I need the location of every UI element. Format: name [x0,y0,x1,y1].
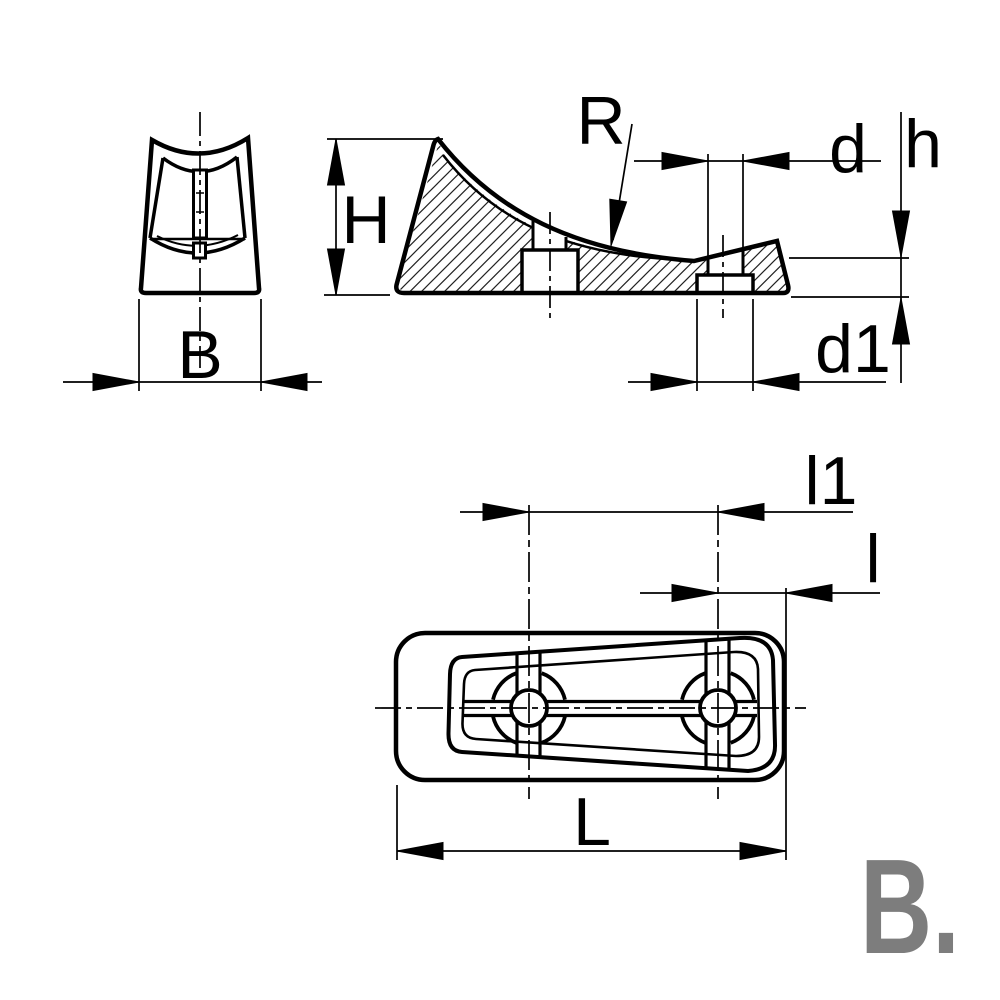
front-view-inner-wall-right [235,156,247,239]
side-view-right-hole-walls [706,249,745,275]
side-view-outline [394,136,791,296]
dim-label-d1: d1 [815,311,891,387]
plan-view-left-vertical-ribs [515,652,542,757]
brand-logo-text: B. [860,831,960,982]
dim-d1-arrow-right [752,373,800,391]
dim-l-arrow-left [671,584,719,602]
dim-H-arrow-top [327,138,345,186]
dim-label-l: l [865,521,880,597]
dim-B-arrow-left [92,373,140,391]
dim-label-B: B [177,317,222,393]
dim-l-arrow-right [785,584,833,602]
front-view-outline [138,134,262,296]
dim-label-H: H [341,182,390,258]
plan-view: l1 l L [375,443,881,860]
dim-label-R: R [576,83,625,159]
dim-label-d: d [829,111,867,187]
dim-d-arrow-right [742,152,790,170]
plan-view-left-boss [491,671,567,745]
dim-B-extension-lines [138,299,262,391]
side-view-hole-whites [522,221,753,291]
dim-label-h: h [904,106,942,182]
dim-label-L: L [573,784,611,860]
side-view: H R d h d1 [324,83,942,391]
dim-l1-arrow-right [717,503,765,521]
dim-H-extension-lines [324,138,443,296]
dim-d1-arrow-left [650,373,698,391]
dim-d-arrow-left [661,152,709,170]
dim-L-arrow-left [396,842,444,860]
dim-h-arrow-down [892,210,910,258]
front-view: B [63,112,322,393]
side-view-right-counterbore [695,273,755,292]
dim-L-arrow-right [739,842,787,860]
dim-d1-extension-lines [696,299,754,391]
front-view-inner-wall-left [148,157,165,239]
plan-view-horizontal-ribs [463,699,757,718]
plan-view-right-vertical-ribs [704,639,731,770]
dim-h-arrow-up [892,297,910,345]
dim-B-arrow-right [260,373,308,391]
plan-view-outline [393,630,787,783]
brand-logo: B. [860,831,960,982]
side-view-hatching [397,142,787,292]
side-view-mid-hole-walls [531,221,568,250]
dim-h-extension-lines [789,257,909,298]
plan-view-right-boss [680,671,756,745]
dim-d-extension-lines [707,154,744,257]
dim-label-l1: l1 [805,443,858,519]
dim-R-arrowhead [602,198,628,248]
plan-view-inner-contour [461,650,761,758]
dim-l1-arrow-left [482,503,530,521]
plan-view-pocket [446,635,778,774]
